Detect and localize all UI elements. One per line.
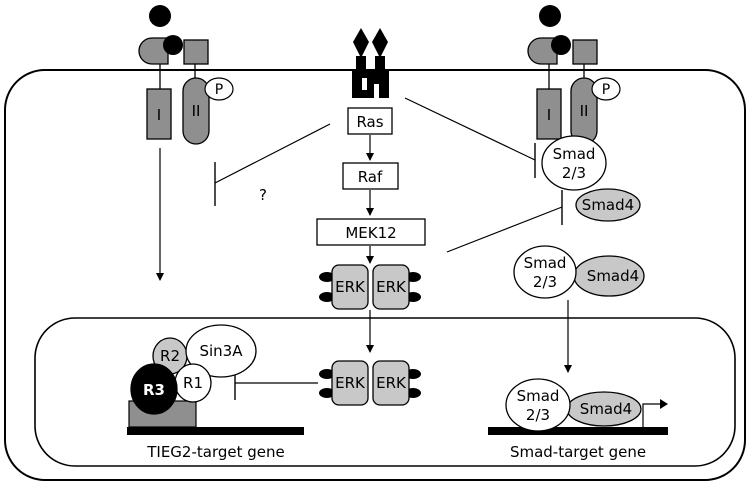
smad4-label: Smad4 bbox=[580, 400, 632, 418]
r3-label: R3 bbox=[143, 381, 165, 399]
receptor-i-intracellular bbox=[146, 88, 172, 140]
smad23-label-line1: Smad bbox=[524, 254, 567, 272]
phospho-badge bbox=[591, 77, 621, 101]
raf-box bbox=[342, 162, 399, 190]
sin3a-protein bbox=[185, 324, 257, 378]
receptor-ii-label: II bbox=[580, 102, 589, 120]
tieg2-target-dna bbox=[127, 427, 304, 435]
raf-label: Raf bbox=[358, 168, 383, 186]
nucleus bbox=[34, 317, 736, 467]
erk-label: ERK bbox=[376, 374, 407, 392]
erk-label: ERK bbox=[376, 278, 407, 296]
transcription-start-arrow bbox=[642, 403, 660, 427]
smad23-label-line2: 2/3 bbox=[533, 273, 557, 291]
receptor-i-extracellular bbox=[527, 37, 558, 65]
ligand-diamond-icon bbox=[372, 28, 388, 58]
receptor-i-extracellular bbox=[138, 37, 169, 65]
ligand-icon bbox=[149, 5, 171, 27]
sin3a-label: Sin3A bbox=[199, 342, 243, 360]
ras-label: Ras bbox=[356, 113, 383, 131]
ligand-icon bbox=[551, 35, 571, 55]
right-tgf-receptor: I II P bbox=[527, 5, 621, 145]
erk-dimer-cytoplasm: ERK ERK bbox=[319, 264, 421, 310]
tieg2-target-gene-label: TIEG2-target gene bbox=[146, 443, 285, 461]
smad23-label-line2: 2/3 bbox=[526, 406, 550, 424]
erk-dimer-nucleus: ERK ERK bbox=[319, 360, 421, 406]
growth-factor-receptor bbox=[352, 28, 389, 98]
erk-label: ERK bbox=[335, 374, 366, 392]
receptor-i-label: I bbox=[547, 106, 551, 124]
rtk-intracellular bbox=[352, 70, 389, 98]
erk-box bbox=[331, 360, 369, 406]
smad23-cytoplasm: Smad 2/3 bbox=[541, 135, 607, 191]
r2-label: R2 bbox=[160, 347, 180, 365]
erk-box bbox=[331, 264, 369, 310]
phospho-label: P bbox=[215, 82, 223, 98]
ligand-icon bbox=[163, 35, 183, 55]
ras-box bbox=[347, 107, 393, 135]
smad23-label-line1: Smad bbox=[553, 145, 596, 163]
phospho-badge bbox=[204, 77, 234, 101]
inhibition-ras-smad bbox=[404, 97, 536, 161]
erk-box bbox=[372, 264, 410, 310]
receptor-ii-extracellular bbox=[572, 39, 598, 65]
receptor-i-label: I bbox=[157, 106, 161, 124]
erk-label: ERK bbox=[335, 278, 366, 296]
smad23-label-line1: Smad bbox=[517, 387, 560, 405]
ligand-diamond-icon bbox=[353, 28, 369, 58]
smad-complex-nucleus: Smad4 Smad 2/3 bbox=[505, 378, 642, 432]
smad-target-dna bbox=[488, 427, 668, 435]
question-mark: ? bbox=[259, 186, 267, 204]
smad23-label-line2: 2/3 bbox=[562, 164, 586, 182]
phospho-label: P bbox=[602, 82, 610, 98]
smad4-cytoplasm: Smad4 bbox=[575, 188, 641, 222]
smad4-label: Smad4 bbox=[582, 196, 634, 214]
receptor-ii-label: II bbox=[192, 102, 201, 120]
r3-protein bbox=[130, 363, 178, 415]
receptor-ii-intracellular bbox=[182, 77, 210, 145]
receptor-ii-extracellular bbox=[183, 39, 209, 65]
corepressor-complex: R2 Sin3A R1 R3 bbox=[130, 324, 257, 415]
receptor-i-intracellular bbox=[536, 88, 562, 140]
smad4-label: Smad4 bbox=[587, 267, 639, 285]
inhibition-ras-left bbox=[214, 123, 331, 184]
smad-complex-cytoplasm: Smad4 Smad 2/3 bbox=[513, 245, 645, 299]
r1-label: R1 bbox=[183, 374, 203, 392]
ligand-icon bbox=[539, 5, 561, 27]
mek-label: MEK12 bbox=[345, 224, 396, 242]
smad-target-gene-label: Smad-target gene bbox=[510, 443, 646, 461]
mek-box bbox=[316, 218, 426, 246]
erk-box bbox=[372, 360, 410, 406]
inhibition-mek-smad bbox=[446, 206, 563, 253]
left-tgf-receptor: I II P bbox=[138, 5, 234, 145]
